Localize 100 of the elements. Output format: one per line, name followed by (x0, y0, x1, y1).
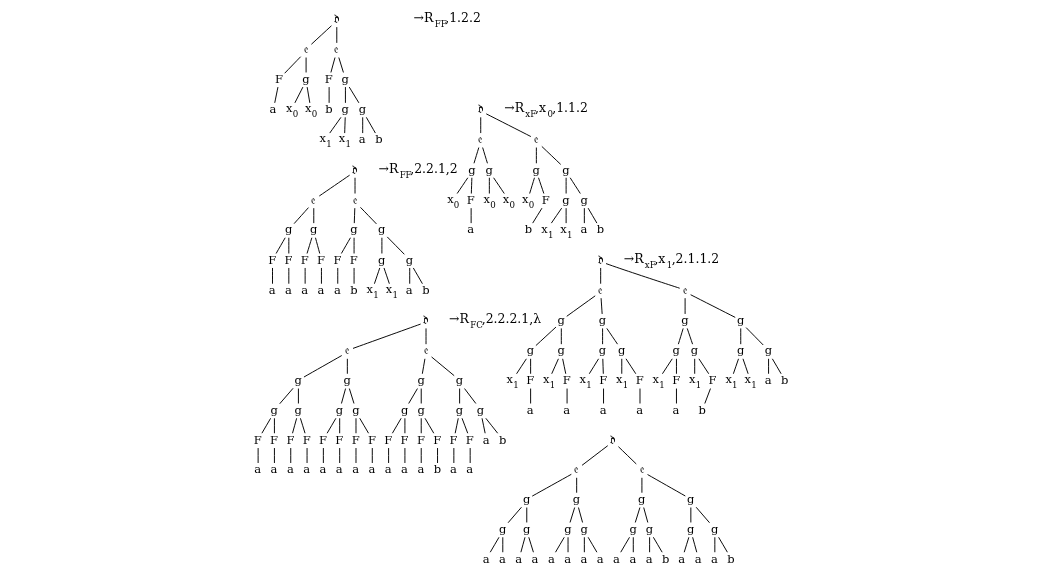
connector (420, 447, 422, 464)
connector (569, 177, 581, 194)
connector (344, 86, 346, 104)
node-text: x$_{1}$ (725, 372, 738, 391)
connector (620, 536, 630, 553)
connector (587, 207, 598, 224)
connector (588, 358, 600, 375)
connector (272, 267, 273, 285)
connector (602, 358, 604, 375)
connector (336, 26, 338, 44)
connector (424, 417, 435, 434)
node-text: a (333, 282, 341, 297)
connector (473, 147, 480, 164)
connector (275, 237, 286, 254)
connector (583, 207, 585, 224)
node-text: g (417, 373, 425, 388)
node-text: a (547, 551, 555, 566)
connector (261, 417, 272, 434)
node-text: g (645, 521, 654, 536)
connector (718, 536, 728, 553)
connector (502, 536, 504, 553)
node-text: F (449, 432, 458, 447)
connector (587, 536, 598, 553)
node-text: x$_{1}$ (652, 372, 665, 391)
node-text: F (286, 432, 295, 447)
connector (383, 267, 390, 285)
node-text: g (341, 71, 349, 86)
node-text: g (341, 102, 349, 117)
node-text: x$_{0}$ (305, 101, 318, 120)
node-text: 𝔢 (639, 462, 645, 477)
connector (530, 358, 532, 375)
connector (322, 447, 324, 464)
connector (326, 417, 337, 434)
node-text: g (764, 343, 773, 358)
node-text: F (300, 252, 309, 267)
connector (279, 387, 294, 405)
connector (306, 237, 313, 254)
node-text: g (617, 343, 626, 358)
node-text: a (405, 282, 413, 297)
node-text: F (253, 432, 262, 447)
connector (578, 507, 584, 523)
node-text: g (557, 313, 565, 328)
connector (516, 358, 527, 375)
connector (690, 294, 736, 318)
node-text: a (498, 551, 506, 566)
node-text: g (498, 521, 507, 536)
node-text: F (466, 192, 475, 207)
node-text: a (645, 551, 653, 566)
node-text: g (638, 492, 646, 507)
node-text: g (405, 252, 414, 267)
node-text: x$_{1}$ (319, 131, 332, 150)
node-text: b (325, 102, 333, 117)
connector (313, 207, 315, 224)
connector (686, 327, 694, 345)
node-text: g (485, 162, 493, 177)
node-text: a (384, 462, 392, 477)
node-text: F (465, 432, 474, 447)
node-text: b (433, 462, 442, 477)
connector (625, 358, 637, 375)
node-text: x$_{0}$ (521, 191, 535, 210)
node-text: F (433, 432, 442, 447)
node-text: g (672, 343, 680, 358)
node-text: x$_{1}$ (616, 372, 629, 391)
connector (632, 536, 634, 553)
node-text: 𝔢 (334, 42, 340, 57)
node-text: a (613, 551, 620, 566)
node-text: g (352, 402, 360, 417)
connector (431, 356, 455, 377)
node-text: F (562, 373, 571, 388)
node-text: g (417, 402, 425, 417)
connector (535, 326, 557, 347)
node-text: F (274, 71, 283, 86)
node-text: a (599, 402, 607, 417)
node-text: a (401, 462, 408, 477)
connector (352, 323, 422, 349)
connector (683, 536, 690, 553)
node-text: F (270, 432, 279, 447)
node-text: F (268, 252, 277, 267)
node-text: g (598, 343, 607, 358)
node-text: 𝔢 (311, 192, 317, 207)
node-text: g (378, 222, 386, 237)
node-text: b (781, 373, 789, 388)
node-text: a (563, 402, 571, 417)
node-text: x$_{1}$ (385, 281, 398, 300)
connector (299, 417, 306, 434)
node-text: b (375, 132, 383, 147)
connector (454, 417, 459, 434)
node-text: a (254, 462, 262, 477)
connector (569, 507, 576, 523)
connector (581, 445, 609, 466)
connector (293, 207, 309, 225)
connector (576, 477, 578, 494)
connector (353, 207, 356, 224)
connector (661, 358, 673, 375)
connector (529, 177, 535, 194)
connector (408, 388, 418, 404)
node-text: g (580, 521, 588, 536)
node-text: 𝔢 (352, 192, 358, 207)
connector (297, 388, 299, 404)
connector (456, 177, 469, 194)
